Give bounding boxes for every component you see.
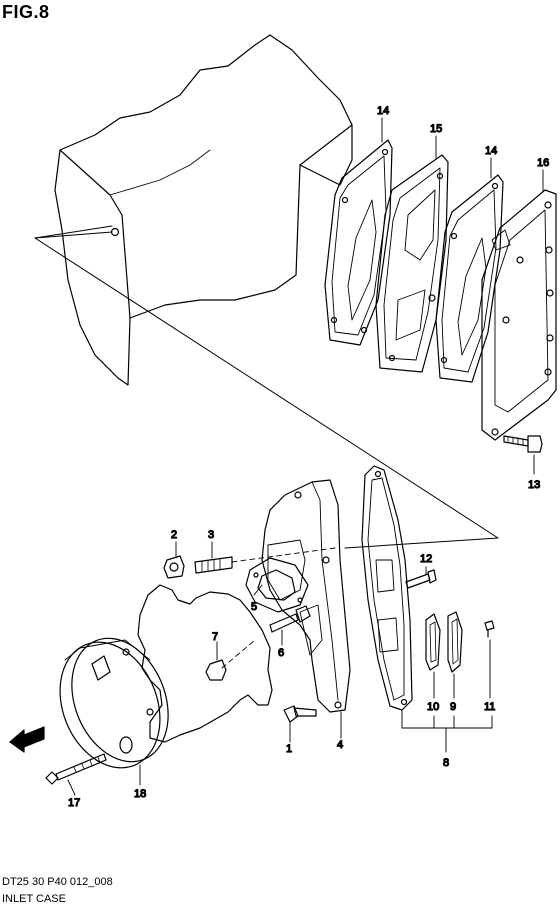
callout-1: 1: [286, 743, 292, 755]
callout-3: 3: [208, 529, 214, 541]
reed-valve-gasket: [361, 465, 413, 711]
callout-14: 14: [485, 145, 497, 157]
fwd-arrow-icon: FWD: [9, 726, 45, 753]
gasket-14-second: [435, 174, 504, 383]
callout-9: 9: [450, 701, 456, 713]
section-name: INLET CASE: [2, 893, 66, 905]
callout-11: 11: [484, 701, 495, 713]
cover-16: [481, 189, 557, 441]
nut-7: [205, 659, 227, 681]
callout-7: 7: [212, 631, 218, 643]
bolt-1: [283, 705, 317, 723]
lower-engine-outline: [137, 584, 273, 743]
reference-line-return: [344, 537, 499, 549]
reed-stopper-9: [447, 611, 463, 673]
callout-8: 8: [443, 757, 449, 769]
callout-16: 16: [537, 157, 549, 169]
reed-valve-10: [425, 613, 441, 671]
screw-12: [405, 569, 437, 589]
callout-17: 17: [68, 797, 80, 809]
bolt-13: [503, 435, 543, 453]
callout-15: 15: [430, 123, 442, 135]
bolt-6: [269, 605, 311, 633]
leader-lines: [67, 117, 544, 796]
inlet-case-4: [261, 479, 351, 713]
flywheel-cover-18: [59, 637, 169, 769]
screw-11: [484, 620, 495, 638]
stud-3: [194, 556, 233, 574]
screw-17: [45, 753, 107, 785]
callout-labels: 14 15 14 16 13 2 3 12 5 7 6 10 9 11 1 4 …: [67, 104, 549, 809]
callout-5: 5: [251, 601, 257, 613]
valve-plate-15: [375, 154, 449, 373]
callout-14: 14: [377, 105, 389, 117]
callout-10: 10: [427, 701, 439, 713]
drawing-code: DT25 30 P40 012_008: [2, 876, 113, 888]
callout-6: 6: [278, 647, 284, 659]
nut-2: [163, 555, 185, 579]
gasket-14-first: [324, 139, 393, 346]
callout-4: 4: [337, 739, 343, 751]
callout-12: 12: [420, 553, 432, 565]
figure-title: FIG.8: [2, 2, 50, 22]
engine-block-outline: [34, 34, 353, 386]
callout-2: 2: [171, 529, 177, 541]
gasket-5: [245, 557, 309, 613]
callout-13: 13: [528, 479, 540, 491]
reference-line: [34, 237, 499, 539]
callout-18: 18: [134, 788, 146, 800]
